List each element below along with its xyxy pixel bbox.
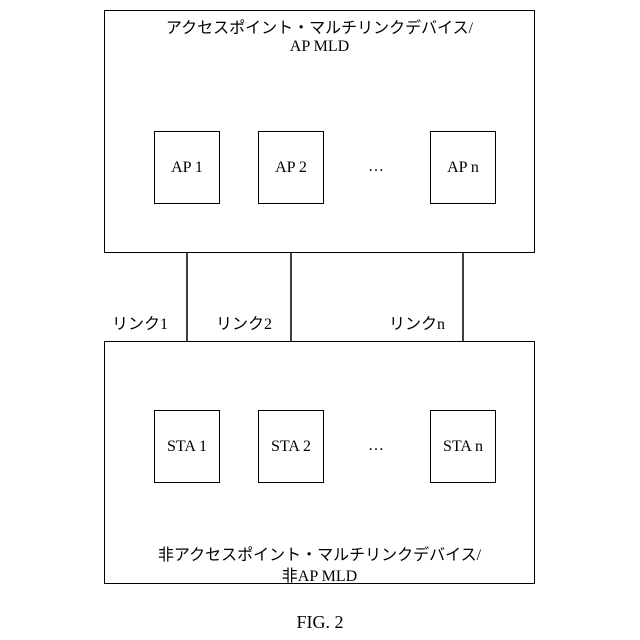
- ap-mld-title-line1: アクセスポイント・マルチリンクデバイス/: [104, 14, 535, 38]
- link-label-1: リンク1: [112, 310, 168, 334]
- link-label-n: リンクn: [389, 310, 445, 334]
- sta-node-1-label: STA 1: [167, 438, 207, 456]
- ap-node-1: AP 1: [154, 131, 220, 204]
- sta-node-n: STA n: [430, 410, 496, 483]
- ap-node-2-label: AP 2: [275, 159, 307, 177]
- sta-node-2: STA 2: [258, 410, 324, 483]
- ap-ellipsis: …: [368, 158, 384, 176]
- sta-node-1: STA 1: [154, 410, 220, 483]
- sta-mld-title-line2: 非AP MLD: [104, 562, 535, 586]
- sta-node-2-label: STA 2: [271, 438, 311, 456]
- ap-node-2: AP 2: [258, 131, 324, 204]
- sta-node-n-label: STA n: [443, 438, 483, 456]
- ap-mld-title-line2: AP MLD: [104, 38, 535, 56]
- figure-caption: FIG. 2: [0, 612, 640, 633]
- ap-node-n: AP n: [430, 131, 496, 204]
- ap-node-n-label: AP n: [447, 159, 479, 177]
- link-label-2: リンク2: [216, 310, 272, 334]
- sta-ellipsis: …: [368, 437, 384, 455]
- ap-node-1-label: AP 1: [171, 159, 203, 177]
